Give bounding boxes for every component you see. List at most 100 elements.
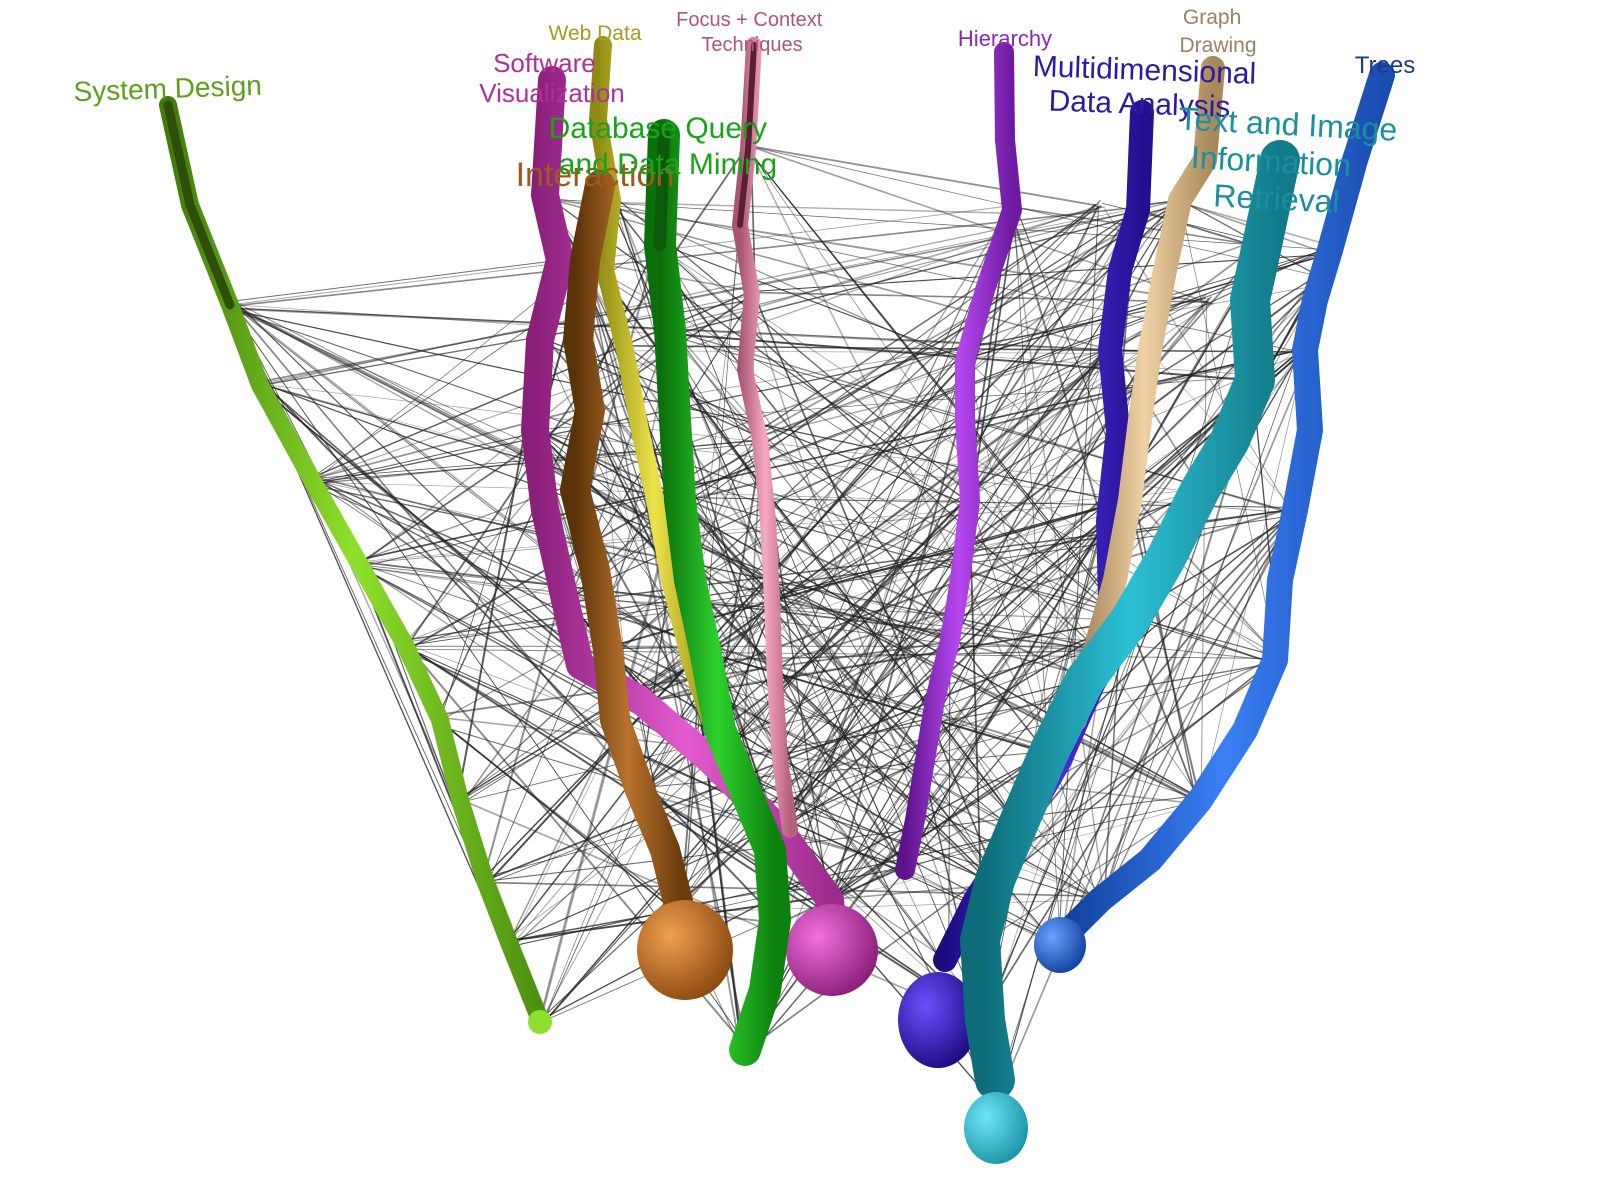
- connection-line: [965, 344, 1110, 497]
- connection-line: [948, 643, 951, 957]
- connection-line: [483, 795, 1196, 883]
- connection-line: [311, 204, 1099, 481]
- connection-line: [680, 499, 974, 906]
- stream-web-data[interactable]: [589, 36, 719, 729]
- connection-line: [675, 345, 1306, 505]
- connection-line: [613, 201, 830, 902]
- stream-text-image[interactable]: [960, 140, 1300, 1164]
- connection-line: [360, 566, 569, 598]
- connection-line: [762, 357, 968, 436]
- stream-interaction[interactable]: [560, 170, 733, 1000]
- connection-line: [689, 495, 1130, 657]
- connection-line: [966, 360, 1055, 751]
- connection-line: [997, 622, 1133, 1100]
- connection-line: [536, 430, 946, 964]
- connection-line: [1200, 303, 1208, 803]
- stream-trees[interactable]: [1034, 62, 1395, 973]
- connection-line: [750, 145, 1097, 207]
- connection-line: [641, 788, 834, 905]
- stream-hierarchy[interactable]: [895, 42, 1022, 880]
- connection-line: [231, 256, 582, 302]
- connection-line: [682, 494, 1281, 658]
- connection-line: [830, 524, 1106, 902]
- connection-line: [998, 654, 1281, 883]
- connection-line: [740, 205, 1136, 794]
- connection-line: [261, 383, 678, 499]
- connection-line: [969, 348, 1108, 502]
- connection-line: [747, 145, 1318, 277]
- connection-line: [361, 566, 954, 645]
- connection-line: [1128, 501, 1201, 801]
- connection-line: [612, 651, 1017, 836]
- stream-software-visualization[interactable]: [521, 66, 878, 996]
- connection-line: [664, 334, 995, 879]
- connection-line: [622, 350, 1153, 355]
- connection-line: [261, 383, 682, 505]
- connection-line: [363, 567, 948, 961]
- connection-line: [442, 716, 1204, 806]
- connection-line: [771, 600, 944, 965]
- label-text-image: Text and Image Information Retrieval: [1174, 100, 1407, 223]
- connection-line: [1010, 211, 1106, 904]
- connection-line: [1132, 207, 1260, 249]
- connection-line: [666, 205, 1103, 335]
- label-database-query: Database Query and Data Mining: [549, 112, 778, 181]
- connection-line: [613, 203, 1309, 355]
- connection-line: [775, 512, 1298, 833]
- connection-line: [309, 475, 702, 648]
- connection-line: [356, 560, 1091, 650]
- label-interaction: Interaction: [516, 156, 675, 194]
- connection-line: [781, 205, 1100, 831]
- connection-line: [658, 242, 964, 359]
- connection-line: [581, 264, 996, 1105]
- label-hierarchy: Hierarchy: [958, 26, 1052, 51]
- connection-line: [487, 619, 1135, 881]
- connection-line: [536, 428, 1126, 623]
- connection-line: [358, 500, 1135, 564]
- connection-line: [489, 648, 1094, 883]
- connection-line: [759, 439, 1135, 623]
- stream-graph-drawing[interactable]: [1063, 56, 1225, 732]
- connection-line: [230, 205, 1013, 306]
- connection-line: [536, 430, 1097, 684]
- connection-line: [1127, 616, 1271, 663]
- connection-line: [757, 362, 964, 438]
- connection-line: [702, 653, 1023, 831]
- connection-line: [777, 213, 1010, 758]
- connection-line: [1102, 504, 1295, 903]
- connection-line: [660, 246, 1099, 651]
- connection-line: [233, 306, 644, 794]
- connection-line: [746, 293, 987, 1020]
- connection-line: [229, 308, 1149, 354]
- label-software-visualization: Software Visualization: [479, 48, 625, 108]
- connection-line: [926, 350, 1109, 764]
- connection-line: [615, 197, 1126, 625]
- connection-line: [691, 650, 1091, 662]
- connection-line: [544, 653, 709, 1020]
- connection-line: [751, 154, 1051, 750]
- stream-focus-context[interactable]: [732, 37, 798, 838]
- stream-system-design[interactable]: [159, 96, 552, 1034]
- connection-line: [565, 347, 1109, 600]
- connection-line: [438, 720, 681, 912]
- connection-line: [401, 507, 1298, 642]
- connection-line: [748, 150, 1133, 626]
- connection-line: [946, 641, 1100, 652]
- connection-line: [259, 381, 949, 641]
- connection-line: [403, 352, 1150, 644]
- connection-line: [406, 645, 984, 1021]
- connection-line: [604, 653, 994, 886]
- stream-database-query[interactable]: [644, 119, 791, 1066]
- connection-line: [234, 301, 1203, 804]
- connection-line: [971, 208, 1017, 497]
- connection-line: [710, 662, 1272, 762]
- label-graph-drawing: Graph Drawing: [1179, 6, 1256, 57]
- connection-line: [462, 650, 702, 797]
- connection-line: [583, 256, 748, 1046]
- connection-line: [435, 724, 910, 869]
- connection-line: [614, 201, 1017, 215]
- connection-line: [409, 203, 1178, 650]
- connection-line: [543, 750, 1051, 1020]
- connection-line: [780, 350, 1112, 831]
